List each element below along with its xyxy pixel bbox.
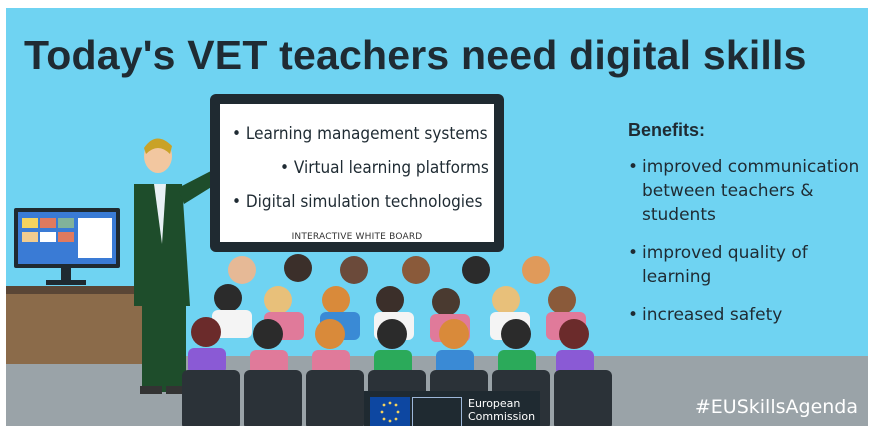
scene-panel: Today's VET teachers need digital skills…	[6, 8, 868, 426]
students	[188, 254, 594, 376]
board-item-simulation: • Digital simulation technologies	[232, 192, 483, 212]
logo-line-2: Commission	[468, 410, 536, 423]
european-commission-logo: European Commission	[364, 391, 540, 426]
logo-text: European Commission	[468, 397, 535, 423]
desk	[6, 292, 142, 364]
benefit-item: improved quality of learning	[628, 241, 868, 289]
monitor-base	[46, 280, 86, 285]
teacher-body	[134, 184, 190, 306]
desk-top	[6, 286, 142, 294]
page-title: Today's VET teachers need digital skills	[24, 32, 807, 78]
whiteboard-label: INTERACTIVE WHITE BOARD	[291, 232, 423, 242]
monitor-stand	[61, 268, 71, 282]
benefits-panel: Benefits: improved communication between…	[628, 120, 868, 341]
benefit-item: improved communication between teachers …	[628, 155, 868, 227]
logo-line-1: European	[468, 397, 521, 410]
board-item-vlp: • Virtual learning platforms	[280, 158, 489, 178]
board-item-lms: • Learning management systems	[232, 124, 488, 144]
whiteboard-screen: • Learning management systems • Virtual …	[220, 104, 494, 242]
teacher-legs	[142, 306, 186, 392]
benefit-item: increased safety	[628, 303, 868, 327]
benefits-heading: Benefits:	[628, 120, 706, 140]
eu-flag-icon	[370, 397, 410, 426]
hashtag: #EUSkillsAgenda	[694, 396, 858, 418]
interactive-whiteboard: • Learning management systems • Virtual …	[210, 94, 504, 252]
commission-building-icon	[412, 397, 462, 426]
